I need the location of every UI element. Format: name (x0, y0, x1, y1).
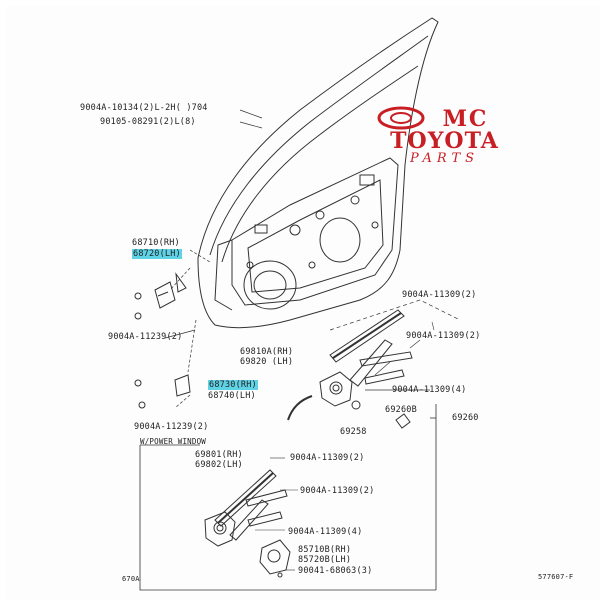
footer-left-code: 670A (122, 575, 140, 583)
part-69810: 69810A(RH) (240, 347, 294, 357)
part-90041: 90041-68063(3) (298, 566, 373, 576)
part-69801: 69801(RH) (195, 450, 243, 460)
part-69260B: 69260B (385, 405, 417, 415)
brand-line2: TOYOTA (390, 128, 499, 154)
part-68730: 68730(RH) (208, 380, 258, 390)
part-9004A-11309-b1: 9004A-11309(2) (290, 453, 365, 463)
door-frame (197, 17, 439, 329)
brand-logo-ring (377, 106, 425, 130)
window-regulator-lower (214, 469, 277, 527)
part-9004A-11239-b: 9004A-11239(2) (134, 422, 209, 432)
hinge-upper (154, 281, 176, 309)
diagram-frame (6, 6, 600, 600)
part-68720-highlight: 68720(LH) (132, 249, 182, 259)
part-68730-highlight: 68730(RH) (208, 380, 258, 390)
part-69802: 69802(LH) (195, 460, 243, 470)
brand-logo: MC TOYOTA PARTS (372, 106, 517, 166)
part-68710: 68710(RH) (132, 238, 180, 248)
brand-line3: PARTS (409, 151, 480, 166)
inner-panel (231, 157, 399, 306)
header-callout-1: 9004A-10134(2)L-2H( )704 (80, 103, 208, 113)
regulator-motor-lower (204, 511, 236, 547)
power-window-motor (259, 539, 291, 575)
power-window-box (139, 445, 436, 591)
part-9004A-11309-t2: 9004A-11309(2) (406, 331, 481, 341)
part-69258: 69258 (340, 427, 367, 437)
part-9004A-11309-b3: 9004A-11309(4) (288, 527, 363, 537)
power-window-note: W/POWER WINDOW (140, 437, 207, 446)
part-9004A-11309-t1: 9004A-11309(2) (402, 290, 477, 300)
window-regulator-upper (329, 309, 405, 363)
part-9004A-11309-b2: 9004A-11309(2) (300, 486, 375, 496)
part-85720: 85720B(LH) (298, 555, 352, 565)
part-68720: 68720(LH) (132, 249, 182, 259)
part-9004A-11309-t3: 9004A-11309(4) (392, 385, 467, 395)
part-85710: 85710B(RH) (298, 545, 352, 555)
header-callout-2: 90105-08291(2)L(8) (100, 117, 196, 127)
part-69260: 69260 (452, 413, 479, 423)
hinge-lower (174, 374, 191, 397)
part-69820: 69820 (LH) (240, 357, 294, 367)
regulator-motor-upper (319, 371, 353, 407)
footer-right-code: 577607-F (538, 573, 574, 581)
brand-line1: MC (442, 106, 489, 132)
part-9004A-11239-a: 9004A-11239(2) (108, 332, 183, 342)
part-68740: 68740(LH) (208, 391, 256, 401)
